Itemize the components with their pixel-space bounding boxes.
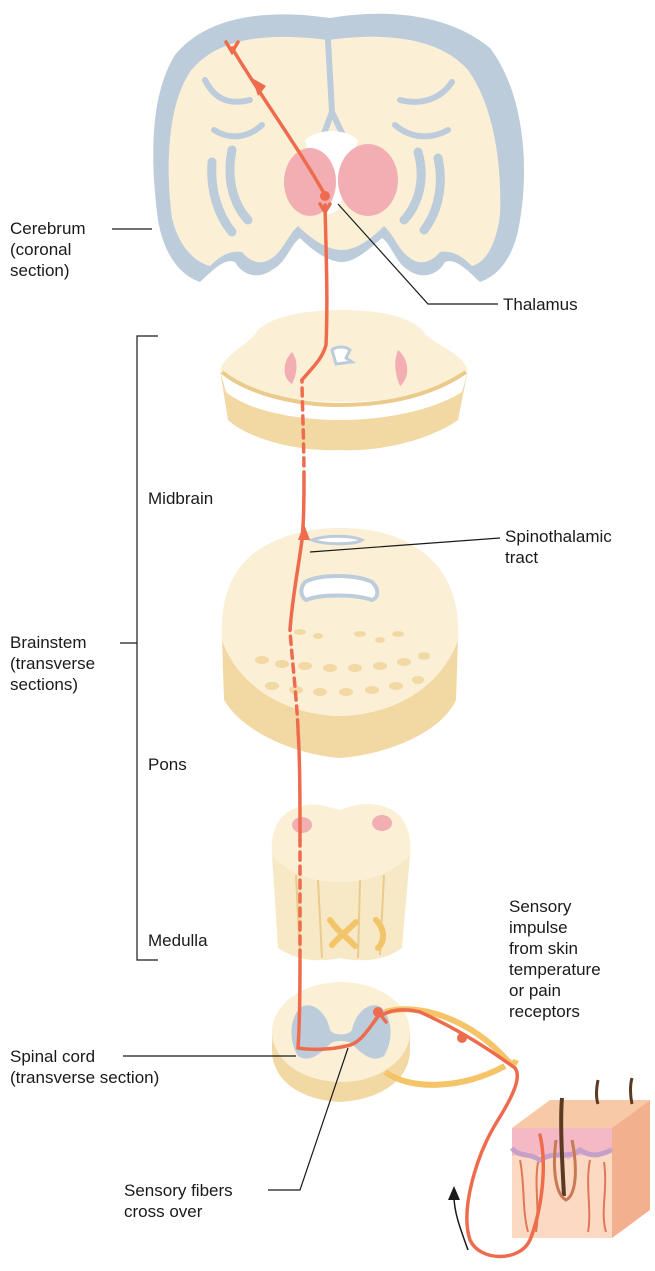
- medulla-section: [272, 804, 411, 960]
- pathway-midbrain-dashed: [302, 380, 304, 480]
- pathway-spinal-ascend: [298, 960, 300, 1048]
- label-sensory-fibers-cross-over: Sensory fibers cross over: [124, 1180, 233, 1222]
- thalamus-synapse-dot: [320, 191, 330, 201]
- hair-tertiary: [597, 1080, 599, 1104]
- label-spinothalamic-tract: Spinothalamic tract: [505, 526, 612, 568]
- hair-secondary: [631, 1078, 633, 1104]
- medulla-pink-left: [292, 817, 312, 833]
- impulse-direction-arrowhead: [448, 1186, 460, 1200]
- label-spinal-cord: Spinal cord (transverse section): [10, 1046, 159, 1088]
- label-sensory-impulse: Sensory impulse from skin temperature or…: [509, 896, 601, 1022]
- pons-top: [222, 528, 458, 716]
- cerebrum-section: [153, 14, 524, 282]
- label-thalamus: Thalamus: [503, 294, 578, 315]
- label-midbrain: Midbrain: [148, 488, 213, 509]
- ganglion-dot: [457, 1033, 467, 1043]
- brainstem-bracket: [137, 336, 158, 960]
- skin-section: [512, 1078, 650, 1238]
- medulla-top: [272, 804, 411, 882]
- pons-fourth-ventricle: [312, 536, 362, 544]
- thalamus-right: [338, 144, 398, 216]
- label-medulla: Medulla: [148, 930, 208, 951]
- spinal-synapse-dot: [373, 1007, 383, 1017]
- pons-ventricle-lower: [301, 576, 377, 600]
- pons-section: [222, 528, 458, 758]
- midbrain-section: [220, 310, 468, 450]
- medulla-pink-right: [372, 815, 392, 831]
- label-brainstem: Brainstem (transverse sections): [10, 632, 95, 695]
- pathway-medulla-pons: [298, 730, 300, 840]
- label-pons: Pons: [148, 754, 187, 775]
- label-cerebrum: Cerebrum (coronal section): [10, 218, 86, 281]
